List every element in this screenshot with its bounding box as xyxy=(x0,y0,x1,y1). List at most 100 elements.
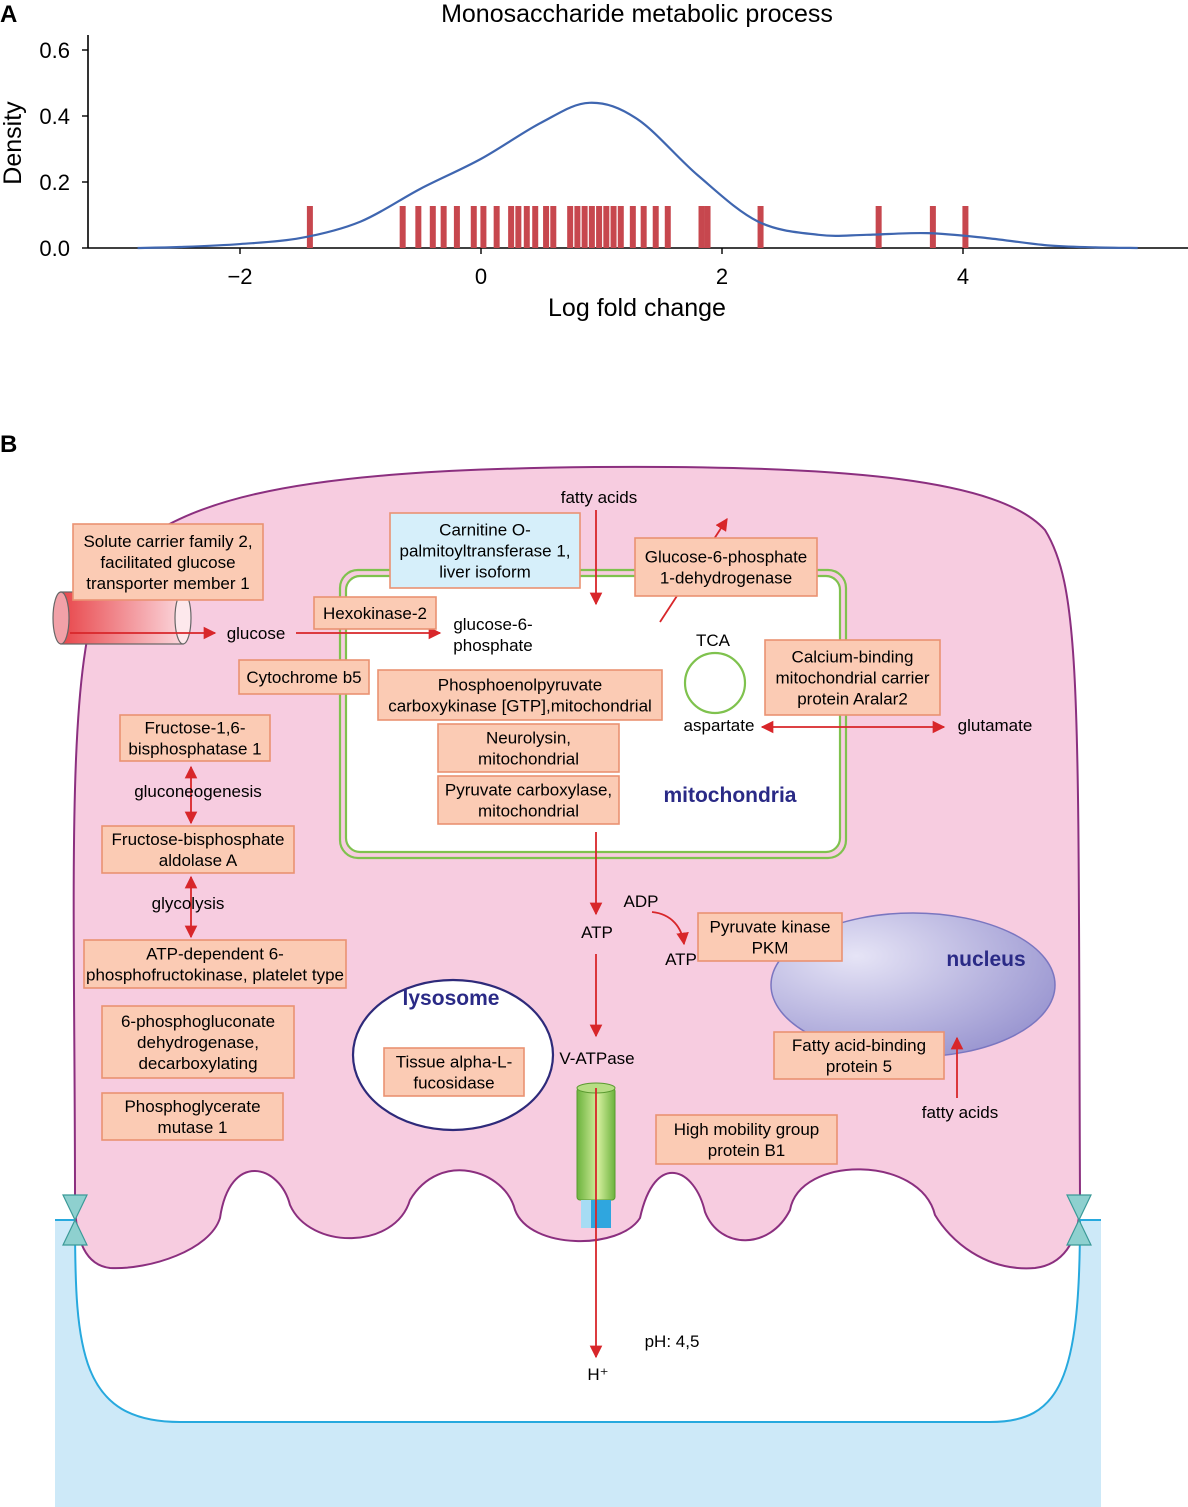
rug-mark xyxy=(652,206,659,248)
protein-box-pfkp: ATP-dependent 6-phosphofructokinase, pla… xyxy=(83,939,347,989)
protein-box-frame xyxy=(697,912,843,962)
tca-label: TCA xyxy=(696,631,731,650)
protein-box-text: aldolase A xyxy=(159,851,238,870)
protein-boxes: Solute carrier family 2, facilitated gluc… xyxy=(72,512,945,1165)
resorption-lacuna xyxy=(55,1219,1101,1423)
integrin-right-icon xyxy=(1066,1194,1092,1246)
pathway-arrows xyxy=(70,510,964,1359)
label-g6p-line1: glucose-6- xyxy=(453,615,532,634)
rug-mark xyxy=(415,206,422,248)
protein-box-frame xyxy=(634,537,818,597)
label-glycolysis: glycolysis xyxy=(152,894,225,913)
protein-box-hmgb1: High mobility group protein B1 xyxy=(655,1114,838,1165)
rug-mark xyxy=(532,206,539,248)
label-fatty-acids-bottom: fatty acids xyxy=(922,1103,999,1122)
protein-box-text: mitochondrial xyxy=(478,802,579,821)
panel-b-letter: B xyxy=(0,431,17,458)
label-atp-center: ATP xyxy=(581,923,613,942)
y-tick-label: 0.2 xyxy=(39,170,70,195)
protein-box-frame xyxy=(437,723,620,773)
protein-box-text: mutase 1 xyxy=(158,1118,228,1137)
label-g6p-line2: phosphate xyxy=(453,636,532,655)
protein-box-frame xyxy=(655,1114,838,1165)
rug-mark xyxy=(567,206,574,248)
protein-box-text: Neurolysin, xyxy=(486,729,571,748)
rug-mark xyxy=(588,206,595,248)
label-v-atpase: V-ATPase xyxy=(559,1049,634,1068)
protein-box-frame xyxy=(383,1047,525,1097)
protein-box-pc: Pyruvate carboxylase, mitochondrial xyxy=(437,775,620,825)
protein-box-text: Phosphoenolpyruvate xyxy=(438,676,602,695)
rug-mark xyxy=(875,206,882,248)
y-axis-title: Density xyxy=(0,101,27,185)
protein-box-pgd: 6-phosphogluconatedehydrogenase,decarbox… xyxy=(101,1005,295,1079)
protein-box-text: Tissue alpha-L- xyxy=(396,1053,513,1072)
x-tick-label: 2 xyxy=(716,264,728,289)
protein-box-text: dehydrogenase, xyxy=(137,1033,259,1052)
protein-box-text: transporter member 1 xyxy=(86,574,249,593)
protein-box-frame xyxy=(101,1092,284,1141)
rug-mark xyxy=(757,206,764,248)
rug-mark xyxy=(399,206,406,248)
rug-mark xyxy=(664,206,671,248)
protein-box-text: Solute carrier family 2, xyxy=(83,532,252,551)
protein-box-frame xyxy=(238,659,370,695)
panel-a-letter: A xyxy=(0,1,17,28)
protein-box-slc2: Solute carrier family 2, facilitated gluc… xyxy=(72,523,264,601)
protein-box-frame xyxy=(83,939,347,989)
rug-mark xyxy=(480,206,487,248)
protein-box-text: palmitoyltransferase 1, xyxy=(399,542,570,561)
rug-mark xyxy=(515,206,522,248)
nucleus-label: nucleus xyxy=(946,948,1025,971)
protein-box-text: Pyruvate carboxylase, xyxy=(445,781,612,800)
protein-box-frame xyxy=(72,523,264,601)
x-axis-title: Log fold change xyxy=(548,294,726,322)
rug-mark xyxy=(440,206,447,248)
mitochondria-label: mitochondria xyxy=(663,784,796,807)
rug-mark xyxy=(596,206,603,248)
protein-box-text: protein 5 xyxy=(826,1057,892,1076)
protein-box-text: Fatty acid-binding xyxy=(792,1036,926,1055)
y-tick-label: 0.0 xyxy=(39,236,70,261)
rug-mark xyxy=(603,206,610,248)
y-tick-label: 0.6 xyxy=(39,38,70,63)
protein-box-text: protein B1 xyxy=(708,1141,786,1160)
rug-mark xyxy=(543,206,550,248)
rug-mark xyxy=(629,206,636,248)
x-tick-label: 0 xyxy=(475,264,487,289)
protein-box-text: Cytochrome b5 xyxy=(246,668,361,687)
protein-box-text: facilitated glucose xyxy=(100,553,235,572)
label-atp-right: ATP xyxy=(665,950,697,969)
rug-mark xyxy=(962,206,969,248)
protein-box-fbp1: Fructose-1,6-bisphosphatase 1 xyxy=(119,714,271,762)
rug-mark xyxy=(698,206,705,248)
protein-box-text: Carnitine O- xyxy=(439,521,531,540)
protein-box-text: phosphofructokinase, platelet type xyxy=(86,966,344,985)
rug-mark xyxy=(574,206,581,248)
density-curve xyxy=(137,101,1138,250)
chart-title: Monosaccharide metabolic process xyxy=(441,0,833,28)
protein-box-frame xyxy=(313,596,437,630)
label-gluconeogenesis: gluconeogenesis xyxy=(134,782,262,801)
protein-box-text: 1-dehydrogenase xyxy=(660,569,792,588)
label-h-plus: H⁺ xyxy=(587,1365,608,1384)
protein-box-text: Calcium-binding xyxy=(792,648,914,667)
protein-box-frame xyxy=(764,639,941,716)
protein-box-text: Phosphoglycerate xyxy=(124,1097,260,1116)
label-glucose: glucose xyxy=(227,624,286,643)
protein-box-text: decarboxylating xyxy=(138,1054,257,1073)
label-fatty-acids-top: fatty acids xyxy=(561,488,638,507)
x-tick-label: 4 xyxy=(957,264,969,289)
arrow-adp-atp xyxy=(651,911,689,946)
protein-box-cytb5: Cytochrome b5 xyxy=(238,659,370,695)
x-tick-label: −2 xyxy=(227,264,252,289)
protein-box-text: liver isoform xyxy=(439,563,531,582)
protein-box-text: High mobility group xyxy=(674,1120,820,1139)
rug-mark xyxy=(581,206,588,248)
label-ph: pH: 4,5 xyxy=(645,1332,700,1351)
